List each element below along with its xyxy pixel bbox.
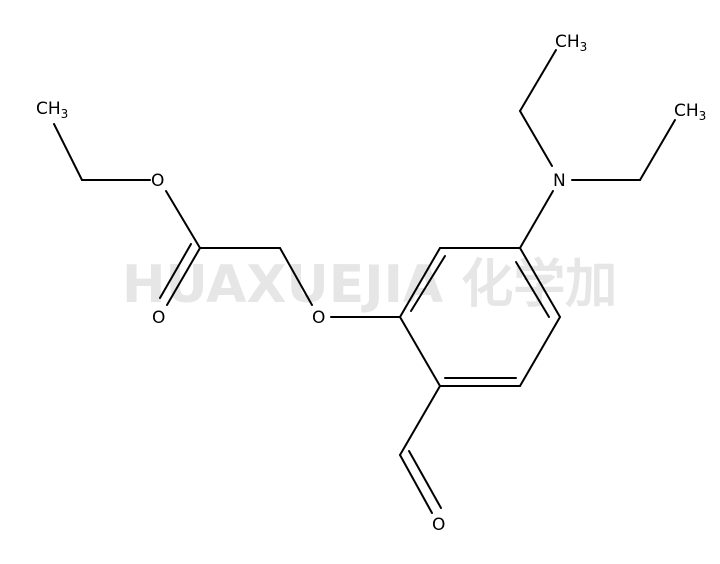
label-ch3-left: CH3 <box>36 99 68 121</box>
ring-bond-c3-c4-inner <box>515 261 550 318</box>
bond-n-ch2-top <box>519 110 553 167</box>
label-o-ester: O <box>151 171 164 191</box>
bond-cho-double-2 <box>408 450 442 509</box>
bond-cho-double-1 <box>399 454 433 514</box>
label-o-aldehyde: O <box>432 515 445 535</box>
bond-ring-cho <box>399 385 441 456</box>
bond-ch2-ch3-top <box>519 49 557 112</box>
bond-ch2-o-ether <box>279 247 313 306</box>
watermark: HUAXUEJIA 化学加 <box>122 255 617 315</box>
bond-ch2-ch3-right <box>639 119 676 181</box>
ring-bond-c3-c4 <box>519 247 561 318</box>
bond-ch3-ch2-left <box>53 123 83 181</box>
bond-carbonyl-double-1 <box>166 247 201 306</box>
bond-o-ester-carbonyl-c <box>165 190 201 249</box>
label-ch3-right: CH3 <box>674 101 706 123</box>
bond-ring-n <box>519 190 554 249</box>
ring-bond-c6-c1 <box>399 316 441 387</box>
bond-carbonyl-double-2 <box>159 243 192 299</box>
ring-bond-c1-c2-inner <box>410 255 446 312</box>
ring-bond-c4-c5 <box>519 316 561 387</box>
ring-bond-c1-c2 <box>399 247 441 318</box>
label-o-carbonyl: O <box>152 308 165 328</box>
label-ch3-top: CH3 <box>555 32 587 54</box>
label-n: N <box>553 171 566 191</box>
label-o-ether: O <box>312 308 325 328</box>
